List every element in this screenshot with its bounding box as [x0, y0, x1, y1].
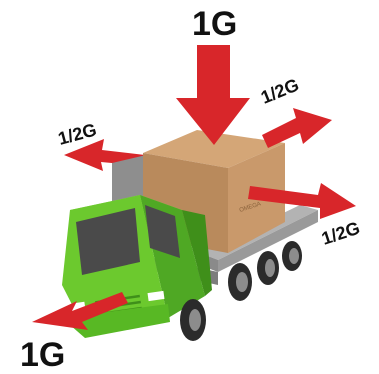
arrow-upper-right: [262, 108, 332, 148]
front-wheel: [180, 299, 206, 341]
label-top-force: 1G: [192, 5, 237, 43]
label-upper-right-force: 1/2G: [258, 75, 302, 108]
label-bottom-force: 1G: [20, 336, 65, 374]
label-right-force: 1/2G: [319, 218, 362, 249]
arrow-top: [176, 45, 250, 145]
